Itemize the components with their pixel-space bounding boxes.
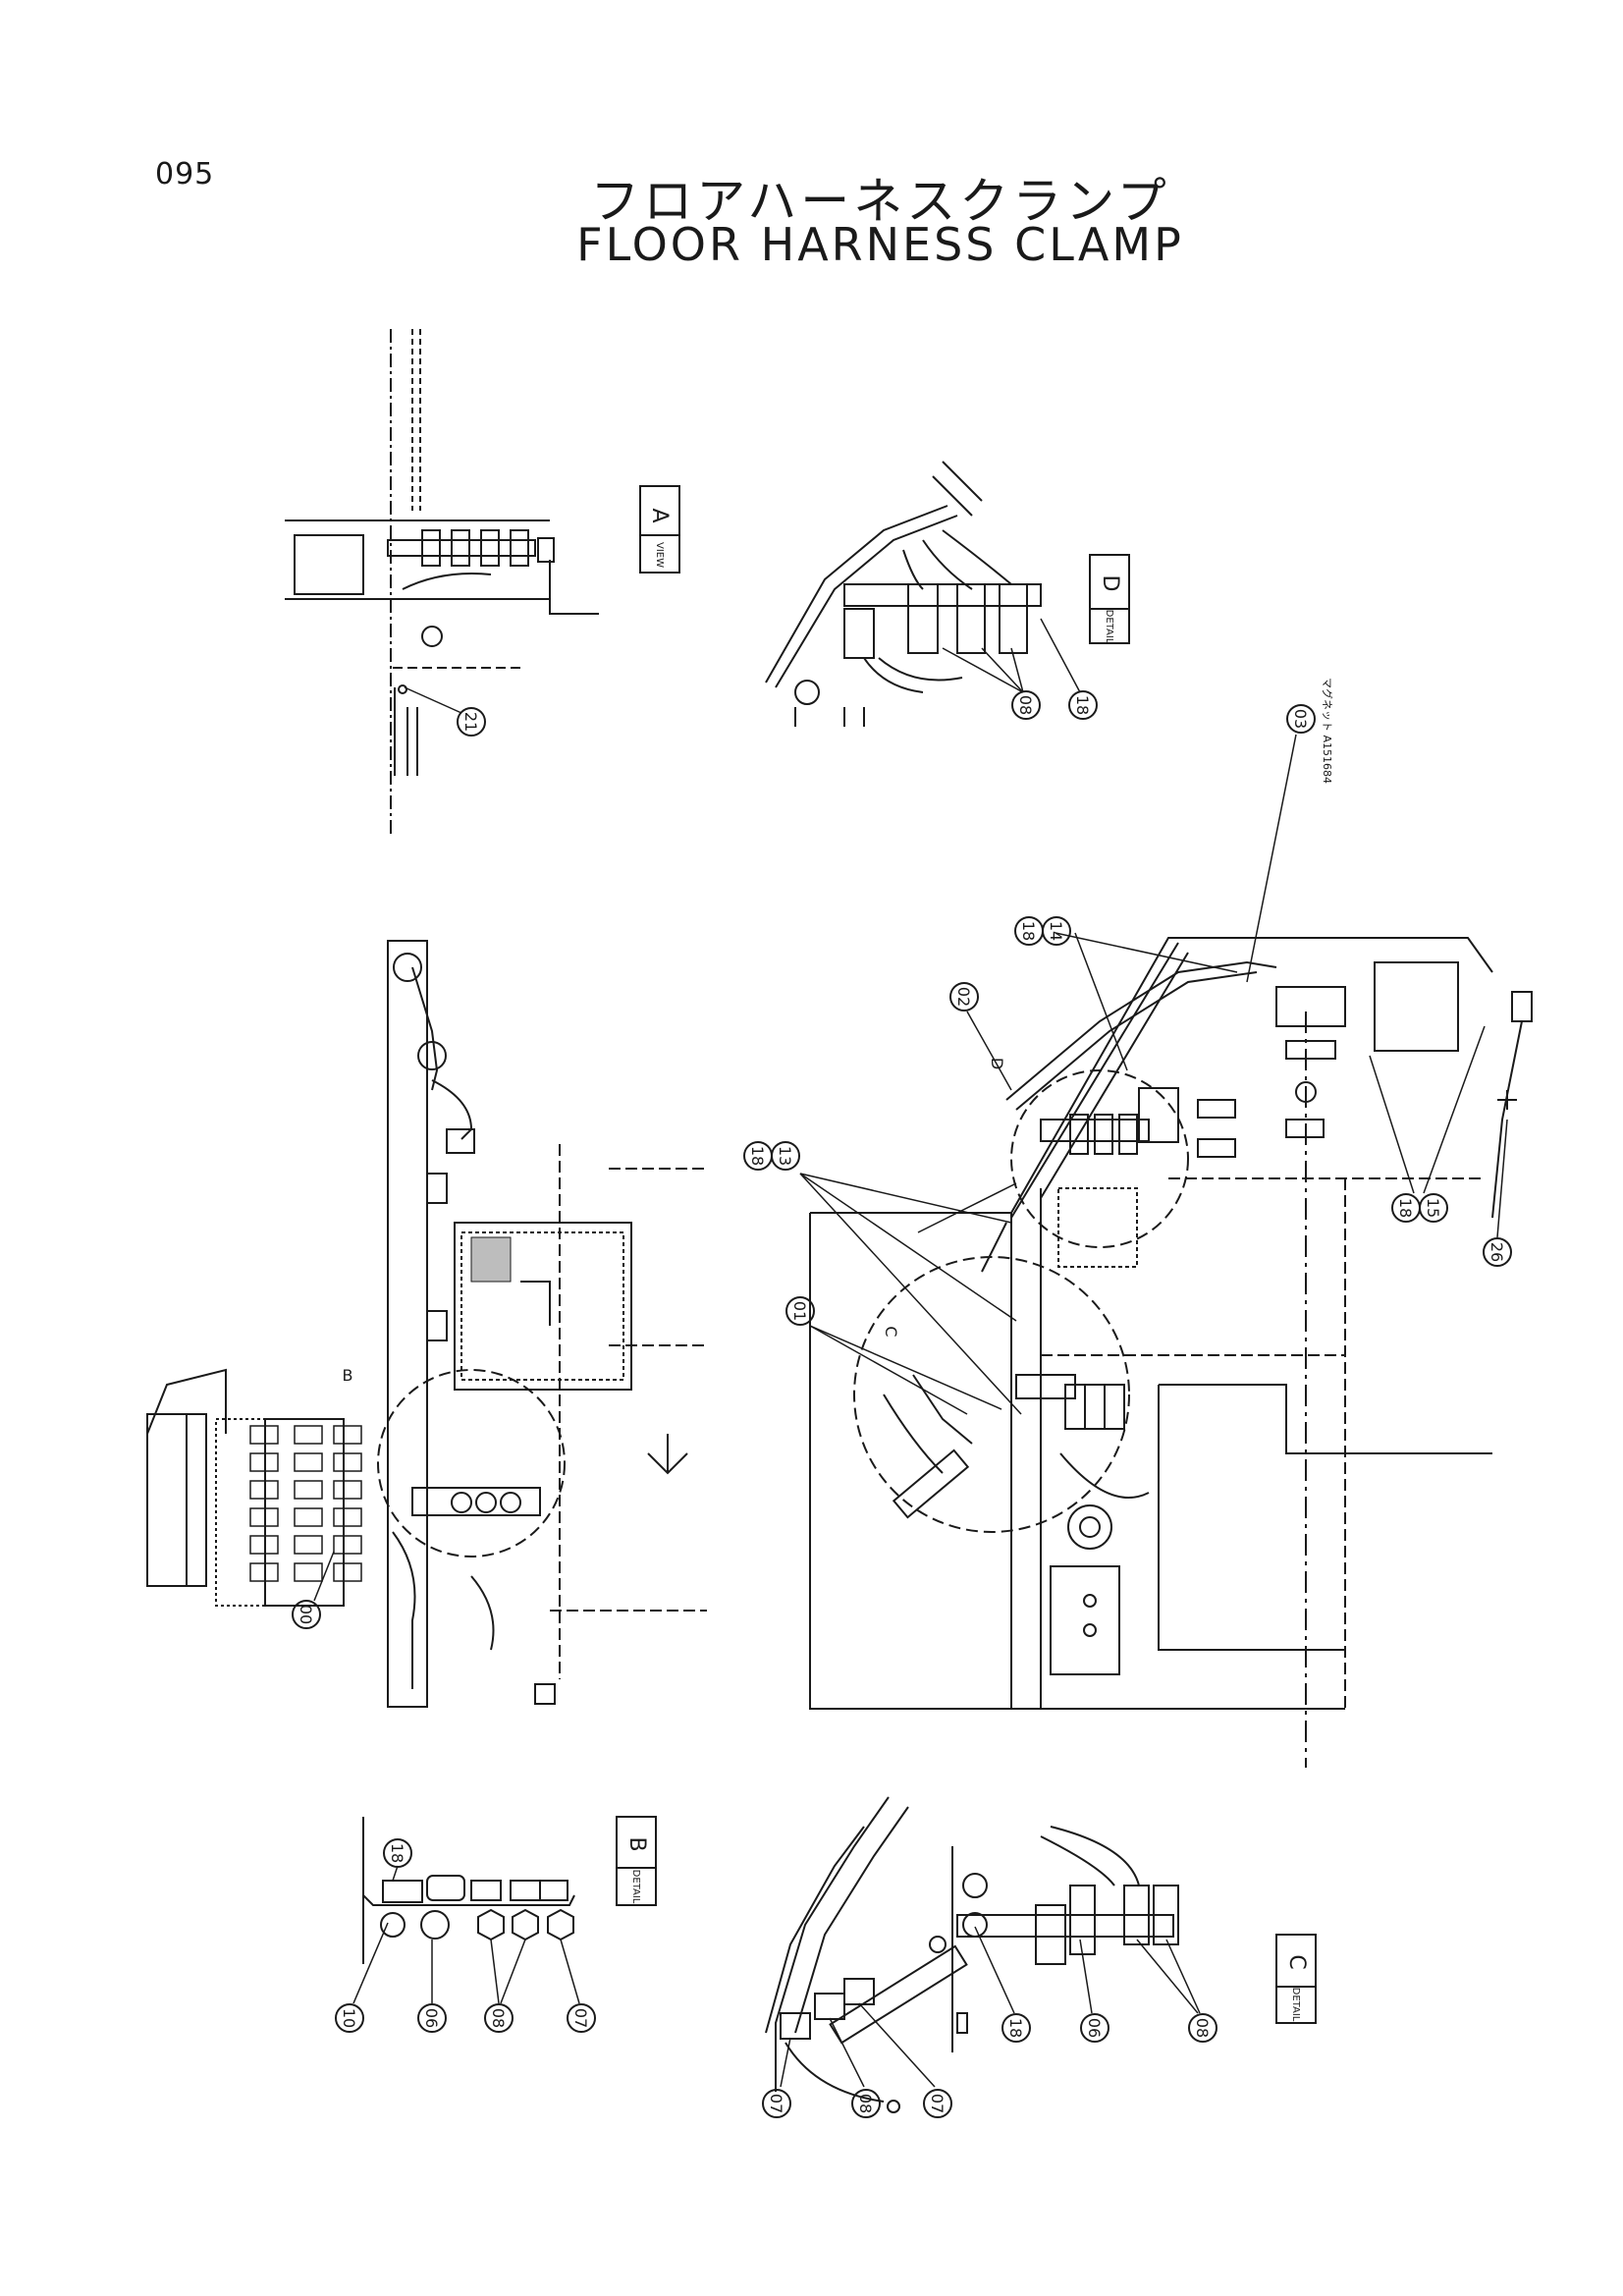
detail-b-label: B	[624, 1836, 649, 1851]
callout-main-03: 03	[1291, 709, 1310, 729]
title-english: FLOOR HARNESS CLAMP	[576, 218, 1184, 271]
detail-b-drawing	[362, 1817, 575, 1964]
callout-b-06: 06	[422, 2008, 441, 2028]
callout-b-08: 08	[489, 2008, 508, 2028]
callout-main-26: 26	[1488, 1242, 1506, 1262]
circle-letter-b: B	[343, 1366, 353, 1385]
callout-main-left-00: 00	[297, 1605, 315, 1624]
view-a-label: A	[647, 508, 672, 522]
detail-d-drawing	[765, 461, 1042, 727]
callout-main-18b: 18	[748, 1146, 767, 1166]
callout-c-07a: 07	[767, 2094, 785, 2113]
callout-detail-d-18: 18	[1073, 695, 1092, 715]
detail-b-sub: DETAIL	[630, 1870, 641, 1904]
detail-c-sub: DETAIL	[1290, 1988, 1301, 2022]
callout-circle	[457, 707, 486, 737]
callout-main-15: 15	[1424, 1198, 1442, 1218]
callout-main-14: 14	[1047, 921, 1065, 941]
detail-c-drawing	[765, 1796, 1179, 2113]
detail-b-label-box	[616, 1816, 657, 1906]
view-a-drawing	[285, 329, 599, 835]
view-a-label-box	[639, 485, 680, 574]
detail-d-label-box	[1089, 554, 1130, 644]
detail-d-label: D	[1098, 575, 1122, 592]
title-japanese: フロアハーネスクランプ	[590, 173, 1170, 230]
callout-c-06: 06	[1085, 2018, 1104, 2038]
callout-main-18a: 18	[1019, 921, 1038, 941]
detail-c-label-box	[1275, 1934, 1317, 2024]
callout-view-a: 21	[461, 712, 480, 732]
view-a-sub: VIEW	[654, 542, 665, 568]
callout-main-01: 01	[790, 1301, 809, 1321]
callout-detail-d-08: 08	[1016, 695, 1035, 715]
callout-c-18: 18	[1006, 2018, 1025, 2038]
detail-c-label: C	[1284, 1954, 1309, 1969]
main-right-drawing	[809, 937, 1533, 1768]
detail-d-sub: DETAIL	[1104, 610, 1114, 644]
main-left-drawing	[146, 940, 707, 1708]
callout-main-13: 13	[776, 1146, 794, 1166]
callout-c-08b: 08	[1193, 2018, 1212, 2038]
callout-c-08a: 08	[856, 2094, 875, 2113]
callout-main-02: 02	[954, 987, 973, 1007]
circle-letter-c: C	[882, 1326, 900, 1337]
callout-b-07: 07	[571, 2008, 590, 2028]
callout-c-07b: 07	[928, 2094, 947, 2113]
callout-main-18c: 18	[1396, 1198, 1415, 1218]
callout-b-10: 10	[340, 2008, 358, 2028]
note-magnet: マグネット A151684	[1321, 678, 1334, 784]
page-number: 095	[155, 157, 215, 191]
callout-b-18: 18	[388, 1843, 406, 1863]
